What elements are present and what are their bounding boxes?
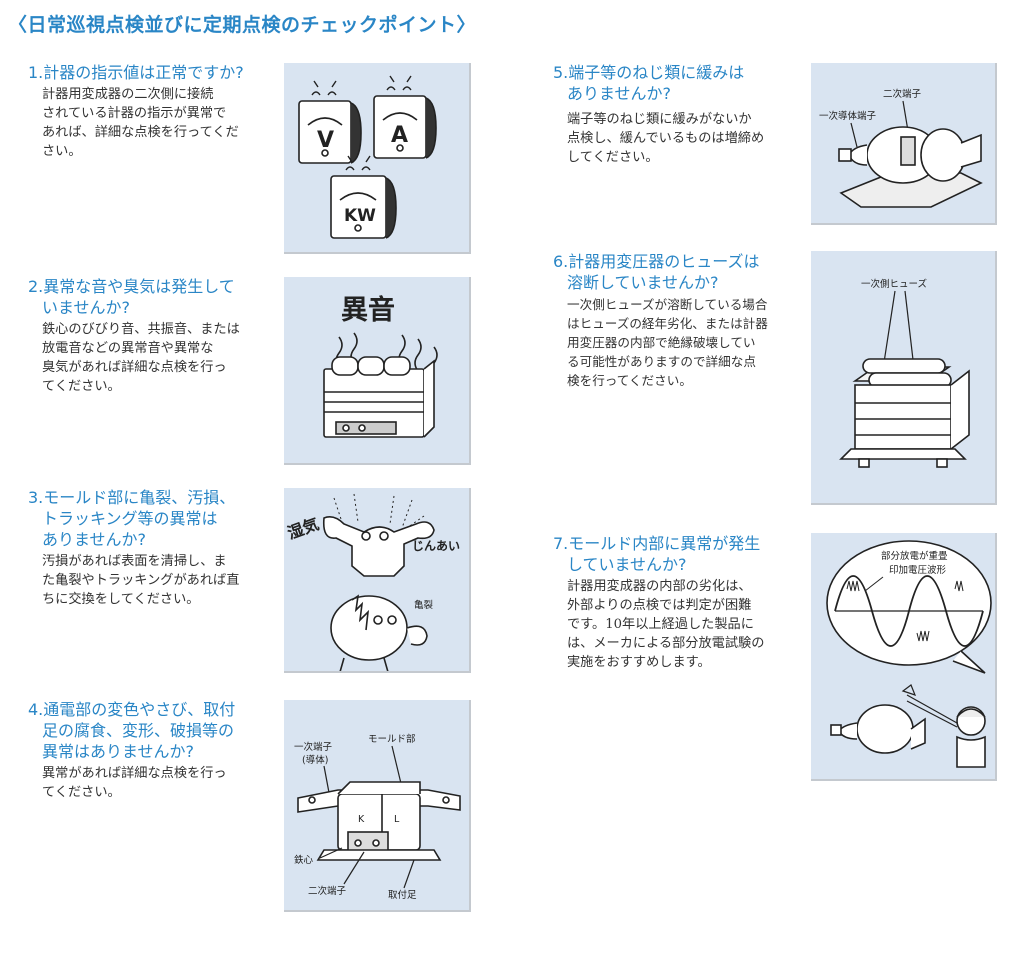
checkpoint-1: 1.計器の指示値は正常ですか? 計器用変成器の二次側に接続 されている計器の指示… <box>28 62 278 161</box>
checkpoint-7-heading: 7.モールド内部に異常が発生 していませんか? <box>553 533 803 575</box>
body-line: 計器用変成器の二次側に接続 <box>42 87 214 102</box>
body-line: さい。 <box>42 144 82 159</box>
heading-line: トラッキング等の異常は <box>42 509 218 528</box>
body-line: あれば、詳細な点検を行ってくだ <box>42 125 239 140</box>
abnormal-noise-illustration: 異音 <box>284 277 471 465</box>
checkpoint-1-heading: 1.計器の指示値は正常ですか? <box>28 62 278 83</box>
body-line: 計器用変成器の内部の劣化は、 <box>567 579 752 594</box>
terminal-k-label: K <box>358 814 365 825</box>
checkpoint-6-heading: 6.計器用変圧器のヒューズは 溶断していませんか? <box>553 251 808 293</box>
core-label: 鉄心 <box>294 854 314 866</box>
mold-crack-illustration: 湿気 じんあい 亀裂 <box>284 488 471 673</box>
secondary-terminal-label: 二次端子 <box>883 88 922 100</box>
terminal-l-label: L <box>394 814 400 825</box>
checkpoint-6-body: 一次側ヒューズが溶断している場合 はヒューズの経年劣化、または計器 用変圧器の内… <box>553 295 808 390</box>
body-line: 検を行ってください。 <box>567 373 692 388</box>
body-line: してください。 <box>567 150 659 165</box>
body-line: てください。 <box>42 785 121 800</box>
primary-fuse-label: 一次側ヒューズ <box>861 278 928 290</box>
checkpoint-5: 5.端子等のねじ類に緩みは ありませんか? 端子等のねじ類に緩みがないか 点検し… <box>553 62 803 167</box>
terminal-screws-illustration: 二次端子 一次導体端子 <box>811 63 997 225</box>
page-title: 〈日常巡視点検並びに定期点検のチェックポイント〉 <box>8 14 477 36</box>
heading-line: 4.通電部の変色やさび、取付 <box>28 700 236 719</box>
secondary-terminal-label: 二次端子 <box>308 885 347 897</box>
heading-line: いませんか? <box>42 298 131 317</box>
body-line: 端子等のねじ類に緩みがないか <box>567 112 752 127</box>
partial-discharge-illustration: 部分放電が重畳 印加電圧波形 <box>811 533 997 781</box>
meter-a-label: A <box>391 123 408 148</box>
body-line: です。10年以上経過した製品に <box>567 617 754 632</box>
abnormal-noise-word: 異音 <box>341 294 395 326</box>
meters-illustration: V A KW <box>284 63 471 254</box>
body-line: 異常があれば詳細な点検を行っ <box>42 766 227 781</box>
checkpoint-2-body: 鉄心のびびり音、共振音、または 放電音などの異常音や異常な 臭気があれば詳細な点… <box>28 320 278 396</box>
body-line: は、メーカによる部分放電試験の <box>567 636 765 651</box>
body-line: る可能性がありますので詳細な点 <box>567 354 756 369</box>
heading-line: ありませんか? <box>567 84 672 103</box>
dust-label: じんあい <box>412 539 460 553</box>
ct-structure-illustration: 一次端子 (導体) モールド部 K L 鉄心 二次端子 取付足 <box>284 700 471 912</box>
body-line: てください。 <box>42 379 121 394</box>
crack-label: 亀裂 <box>414 599 434 611</box>
heading-line: 5.端子等のねじ類に緩みは <box>553 63 745 82</box>
checkpoint-3-heading: 3.モールド部に亀裂、汚損、 トラッキング等の異常は ありませんか? <box>28 487 278 550</box>
checkpoint-3: 3.モールド部に亀裂、汚損、 トラッキング等の異常は ありませんか? 汚損があれ… <box>28 487 278 609</box>
heading-line: 3.モールド部に亀裂、汚損、 <box>28 488 236 507</box>
checkpoint-6: 6.計器用変圧器のヒューズは 溶断していませんか? 一次側ヒューズが溶断している… <box>553 251 808 390</box>
heading-line: 7.モールド内部に異常が発生 <box>553 534 761 553</box>
body-line: ちに交換をしてください。 <box>42 592 200 607</box>
checkpoint-5-heading: 5.端子等のねじ類に緩みは ありませんか? <box>553 62 803 104</box>
body-line: されている計器の指示が異常で <box>42 106 227 121</box>
primary-conductor-terminal-label: 一次導体端子 <box>819 110 877 122</box>
heading-line: 溶断していませんか? <box>567 273 719 292</box>
heading-line: 6.計器用変圧器のヒューズは <box>553 252 760 271</box>
body-line: 用変圧器の内部で絶縁破壊してい <box>567 335 756 350</box>
applied-voltage-waveform-label: 印加電圧波形 <box>889 564 947 576</box>
checkpoint-5-body: 端子等のねじ類に緩みがないか 点検し、緩んでいるものは増締め してください。 <box>553 110 803 167</box>
body-line: 汚損があれば表面を清掃し、ま <box>42 554 227 569</box>
heading-line: 1.計器の指示値は正常ですか? <box>28 63 244 82</box>
checkpoint-4-heading: 4.通電部の変色やさび、取付 足の腐食、変形、破損等の 異常はありませんか? <box>28 699 278 762</box>
checkpoint-1-body: 計器用変成器の二次側に接続 されている計器の指示が異常で あれば、詳細な点検を行… <box>28 85 278 161</box>
primary-terminal-sub-label: (導体) <box>302 754 328 766</box>
body-line: 実施をおすすめします。 <box>567 655 711 670</box>
heading-line: ありませんか? <box>42 530 147 549</box>
checkpoint-3-body: 汚損があれば表面を清掃し、ま た亀裂やトラッキングがあれば直 ちに交換をしてくだ… <box>28 552 278 609</box>
primary-terminal-label: 一次端子 <box>294 741 333 753</box>
mold-part-label: モールド部 <box>368 733 416 745</box>
checkpoint-7-body: 計器用変成器の内部の劣化は、 外部よりの点検では判定が困難 です。10年以上経過… <box>553 577 803 672</box>
mounting-foot-label: 取付足 <box>388 890 417 901</box>
heading-line: 2.異常な音や臭気は発生して <box>28 277 235 296</box>
body-line: 鉄心のびびり音、共振音、または <box>42 322 240 337</box>
heading-line: 足の腐食、変形、破損等の <box>42 721 235 740</box>
checkpoint-4-body: 異常があれば詳細な点検を行っ てください。 <box>28 764 278 802</box>
body-line: 外部よりの点検では判定が困難 <box>567 598 752 613</box>
pd-overlay-label: 部分放電が重畳 <box>881 550 948 562</box>
checkpoint-2: 2.異常な音や臭気は発生して いませんか? 鉄心のびびり音、共振音、または 放電… <box>28 276 278 396</box>
body-line: 一次側ヒューズが溶断している場合 <box>567 297 768 312</box>
body-line: 臭気があれば詳細な点検を行っ <box>42 360 227 375</box>
meter-v-label: V <box>317 128 334 153</box>
body-line: はヒューズの経年劣化、または計器 <box>567 316 768 331</box>
fuse-illustration: 一次側ヒューズ <box>811 251 997 505</box>
meter-kw-label: KW <box>344 206 376 226</box>
checkpoint-4: 4.通電部の変色やさび、取付 足の腐食、変形、破損等の 異常はありませんか? 異… <box>28 699 278 802</box>
checkpoint-2-heading: 2.異常な音や臭気は発生して いませんか? <box>28 276 278 318</box>
heading-line: 異常はありませんか? <box>42 742 195 761</box>
checkpoint-7: 7.モールド内部に異常が発生 していませんか? 計器用変成器の内部の劣化は、 外… <box>553 533 803 672</box>
body-line: た亀裂やトラッキングがあれば直 <box>42 573 240 588</box>
body-line: 点検し、緩んでいるものは増締め <box>567 131 765 146</box>
heading-line: していませんか? <box>567 555 687 574</box>
humidity-label: 湿気 <box>284 514 321 543</box>
body-line: 放電音などの異常音や異常な <box>42 341 214 356</box>
